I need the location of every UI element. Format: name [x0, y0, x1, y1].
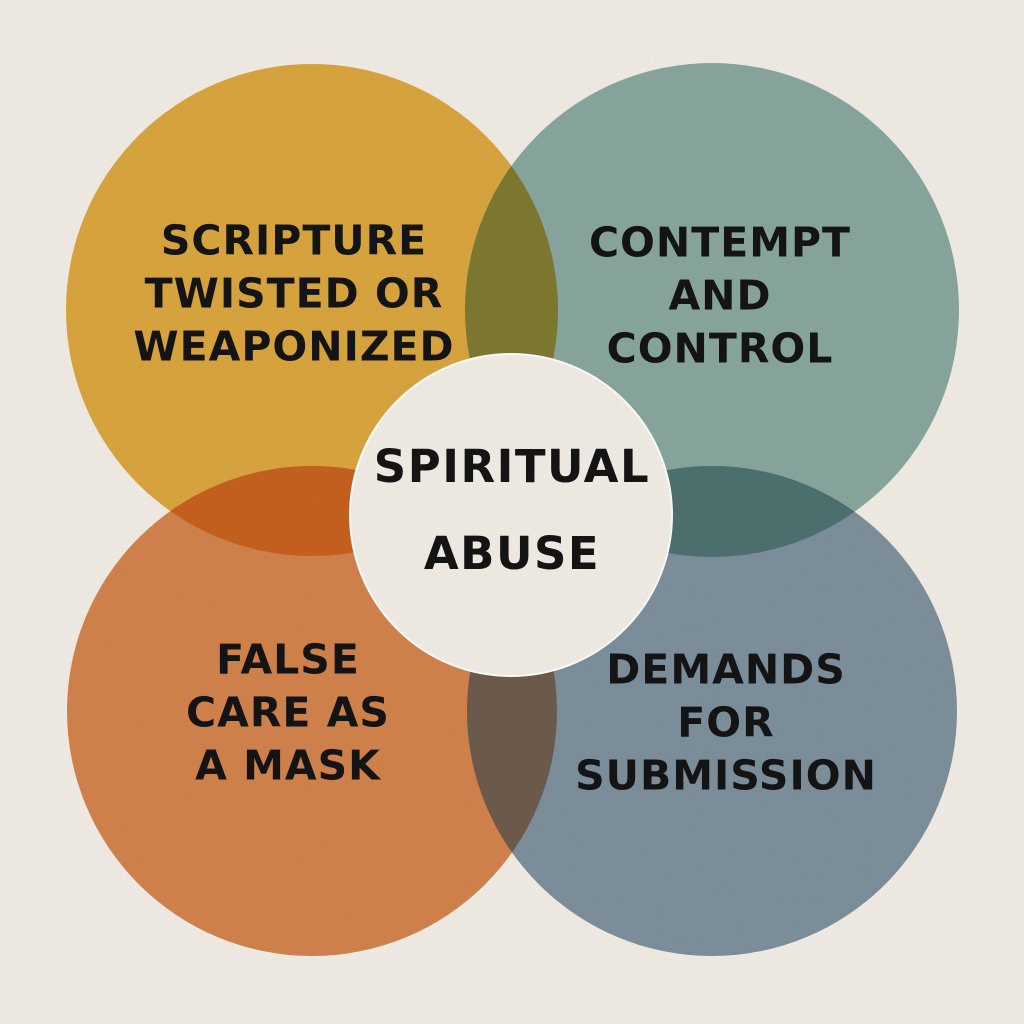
label-scripture-line-3: WEAPONIZED: [133, 322, 455, 371]
label-center: SPIRITUAL ABUSE: [374, 423, 650, 597]
label-contempt-line-1: CONTEMPT: [588, 218, 852, 267]
label-contempt-line-3: CONTROL: [606, 324, 834, 373]
label-center-line-1: SPIRITUAL: [373, 440, 651, 493]
label-center-line-2: ABUSE: [423, 527, 601, 580]
label-false-care-line-3: A MASK: [195, 741, 381, 790]
label-submission: DEMANDS FOR SUBMISSION: [575, 644, 877, 803]
label-false-care-line-1: FALSE: [216, 635, 360, 684]
label-scripture: SCRIPTURE TWISTED OR WEAPONIZED: [133, 215, 454, 374]
label-scripture-line-1: SCRIPTURE: [160, 216, 428, 265]
label-submission-line-2: FOR: [677, 698, 775, 747]
label-contempt-line-2: AND: [668, 271, 772, 320]
label-submission-line-3: SUBMISSION: [575, 751, 877, 800]
label-submission-line-1: DEMANDS: [606, 645, 846, 694]
label-contempt: CONTEMPT AND CONTROL: [589, 217, 851, 376]
label-false-care-line-2: CARE AS: [186, 688, 390, 737]
label-scripture-line-2: TWISTED OR: [144, 269, 444, 318]
label-false-care: FALSE CARE AS A MASK: [186, 634, 390, 793]
